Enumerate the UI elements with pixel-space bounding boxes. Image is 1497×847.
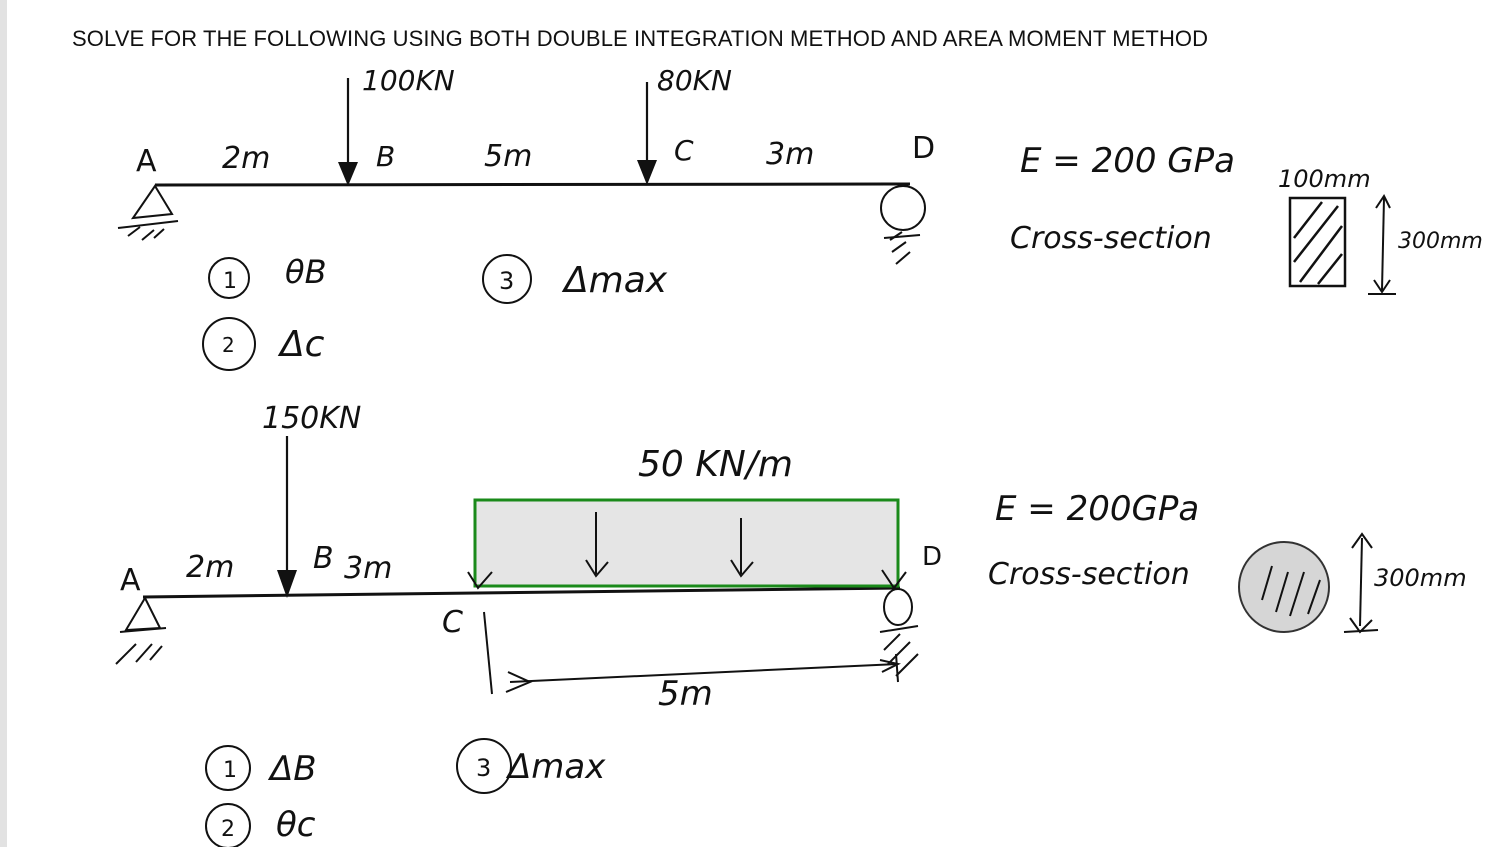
point-label-b1: B [376, 140, 395, 173]
question-1-text-p2: ΔB [267, 749, 317, 789]
beam-2 [142, 586, 901, 599]
question-1-number: 1 [223, 269, 237, 294]
load-label-150kn: 150KN [262, 401, 361, 436]
udl-block [473, 498, 900, 588]
question-3-text: Δmax [561, 260, 668, 301]
question-2-number: 2 [222, 333, 235, 357]
point-label-a2: A [120, 563, 141, 598]
question-1-text: θB [285, 253, 327, 291]
question-1-marker [208, 257, 250, 299]
cross-section-label-2: Cross-section [988, 557, 1190, 592]
dimension-line-5m [483, 611, 901, 695]
question-2-number-p2: 2 [221, 817, 235, 842]
span-label-5m: 5m [484, 139, 532, 174]
load-label-100kn: 100KN [362, 64, 455, 97]
question-3-number-p2: 3 [476, 754, 491, 782]
span-label-3m-p2: 3m [344, 551, 392, 586]
pin-support-a1 [117, 184, 179, 241]
question-3-number: 3 [499, 267, 514, 295]
modulus-label-2: E = 200GPa [995, 489, 1199, 529]
diameter-dim-line [1343, 532, 1379, 634]
udl-label: 50 KN/m [638, 444, 793, 485]
modulus-label-1: E = 200 GPa [1020, 141, 1235, 181]
load-label-80kn: 80KN [657, 64, 732, 97]
point-label-c1: C [674, 134, 694, 167]
question-1-marker-p2 [205, 745, 251, 791]
pin-support-a2 [115, 595, 167, 665]
page-left-edge [0, 0, 7, 847]
point-label-b2: B [313, 541, 334, 576]
diameter-dim: 300mm [1374, 564, 1467, 592]
span-label-3m: 3m [766, 137, 814, 172]
rectangular-cross-section [1288, 196, 1347, 288]
question-2-text: Δc [277, 324, 325, 365]
cross-section-label-1: Cross-section [1010, 221, 1212, 256]
section-height-dim-line [1368, 194, 1396, 295]
question-3-text-p2: Δmax [505, 747, 606, 787]
udl-arrows [467, 512, 907, 590]
question-1-number-p2: 1 [223, 758, 237, 783]
point-label-a1: A [136, 144, 157, 179]
load-arrowhead-100kn [338, 162, 358, 186]
point-label-c2: C [442, 605, 463, 640]
roller-support-d1 [880, 185, 926, 265]
point-label-d1: D [912, 131, 935, 166]
question-3-marker [482, 254, 532, 304]
question-2-marker-p2 [205, 803, 251, 847]
question-2-marker [202, 317, 256, 371]
question-2-text-p2: θc [276, 805, 316, 845]
span-label-2m: 2m [222, 141, 270, 176]
roller-support-d2 [879, 588, 919, 677]
load-arrowhead-150kn [277, 570, 297, 598]
problem-2-diagram: 150KN 50 KN/m A B C D 2m 3m 5m [115, 401, 1467, 847]
section-width-dim: 100mm [1278, 165, 1371, 193]
question-3-marker-p2 [456, 738, 512, 794]
span-label-2m-p2: 2m [186, 550, 234, 585]
beam-1 [154, 182, 911, 187]
span-label-5m-p2: 5m [658, 674, 713, 714]
point-label-d2: D [922, 542, 942, 572]
section-height-dim: 300mm [1398, 229, 1483, 254]
circular-cross-section [1238, 541, 1330, 633]
load-arrowhead-80kn [637, 160, 657, 185]
problem-1-diagram: 100KN 80KN A B C D 2m 5m 3m 1 θB 2 [117, 64, 1483, 371]
problem-header: SOLVE FOR THE FOLLOWING USING BOTH DOUBL… [72, 26, 1209, 51]
